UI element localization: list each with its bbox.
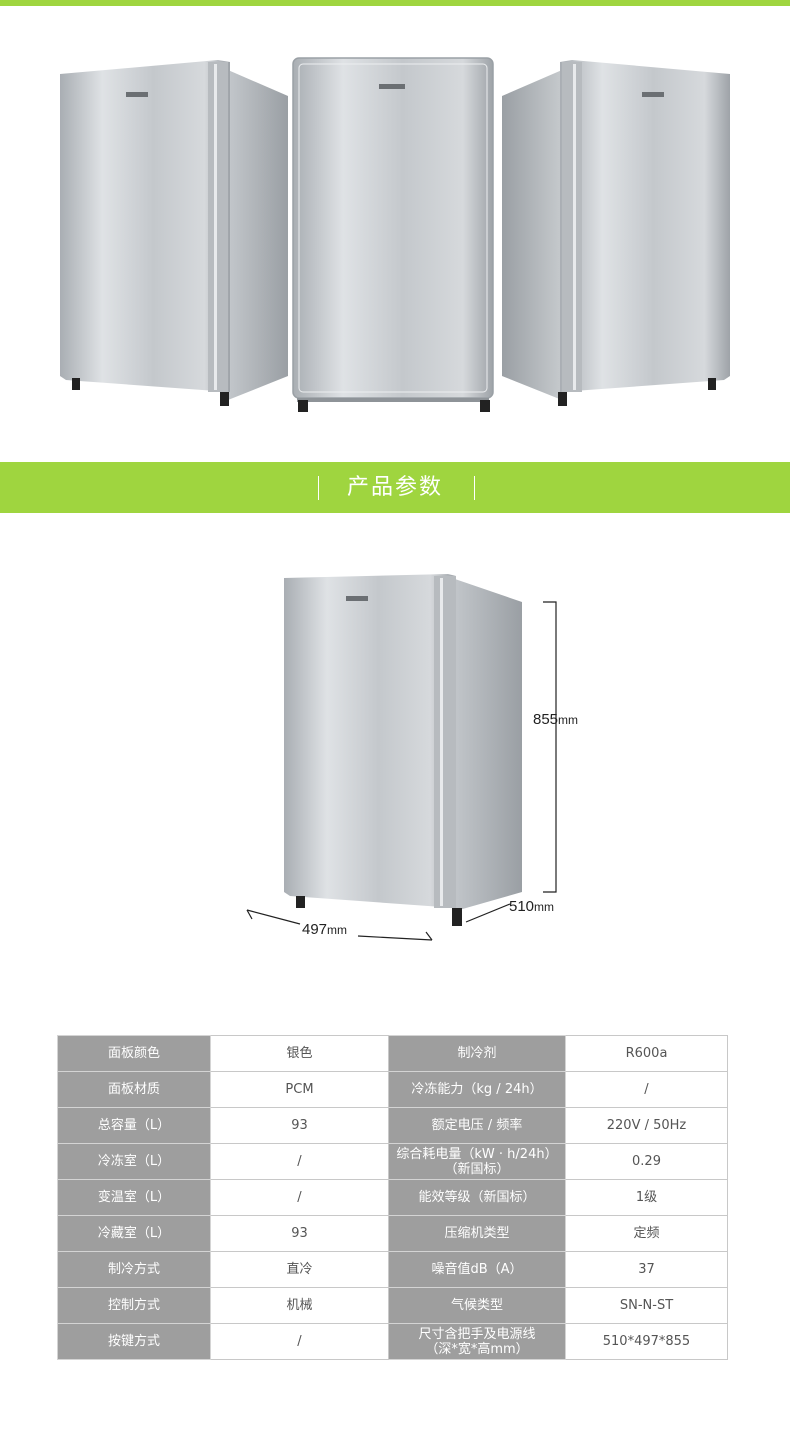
spec-value: 银色 — [210, 1035, 389, 1072]
banner-divider-right — [474, 476, 475, 500]
spec-value: / — [210, 1143, 389, 1180]
spec-key: 压缩机类型 — [388, 1215, 566, 1252]
fridge-image-left — [58, 58, 290, 410]
spec-row: 变温室（L）/能效等级（新国标）1级 — [57, 1179, 728, 1216]
spec-value: 直冷 — [210, 1251, 389, 1288]
spec-row: 按键方式/尺寸含把手及电源线（深*宽*高mm）510*497*855 — [57, 1323, 728, 1360]
spec-key: 变温室（L） — [57, 1179, 211, 1216]
spec-key: 冷冻能力（kg / 24h） — [388, 1071, 566, 1108]
height-dimension-label: 855mm — [533, 711, 578, 729]
spec-value: PCM — [210, 1071, 389, 1108]
spec-key: 面板颜色 — [57, 1035, 211, 1072]
spec-key: 冷藏室（L） — [57, 1215, 211, 1252]
width-unit: mm — [327, 923, 348, 937]
spec-value: / — [210, 1179, 389, 1216]
height-unit: mm — [558, 713, 579, 727]
height-value: 855 — [533, 711, 559, 728]
spec-key: 制冷剂 — [388, 1035, 566, 1072]
depth-unit: mm — [534, 900, 555, 914]
spec-value: 510*497*855 — [565, 1323, 728, 1360]
spec-value: 93 — [210, 1107, 389, 1144]
spec-key: 总容量（L） — [57, 1107, 211, 1144]
section-banner: 产品参数 — [0, 462, 790, 513]
spec-value: 定频 — [565, 1215, 728, 1252]
width-value: 497 — [302, 921, 328, 938]
fridge-image-right — [500, 58, 732, 410]
fridge-dimension-image — [280, 572, 524, 928]
spec-key: 冷冻室（L） — [57, 1143, 211, 1180]
spec-value: / — [565, 1071, 728, 1108]
depth-dimension-label: 510mm — [509, 898, 554, 916]
spec-key: 气候类型 — [388, 1287, 566, 1324]
spec-value: 1级 — [565, 1179, 728, 1216]
spec-row: 冷冻室（L）/综合耗电量（kW · h/24h）（新国标）0.29 — [57, 1143, 728, 1180]
spec-value: 93 — [210, 1215, 389, 1252]
spec-key: 综合耗电量（kW · h/24h）（新国标） — [388, 1143, 566, 1180]
spec-value: 0.29 — [565, 1143, 728, 1180]
spec-value: 37 — [565, 1251, 728, 1288]
spec-key: 能效等级（新国标） — [388, 1179, 566, 1216]
spec-key: 按键方式 — [57, 1323, 211, 1360]
spec-key: 额定电压 / 频率 — [388, 1107, 566, 1144]
width-dimension-label: 497mm — [302, 921, 347, 939]
spec-row: 制冷方式直冷噪音值dB（A）37 — [57, 1251, 728, 1288]
spec-key: 制冷方式 — [57, 1251, 211, 1288]
top-accent-bar — [0, 0, 790, 6]
depth-value: 510 — [509, 898, 535, 915]
banner-divider-left — [318, 476, 319, 500]
spec-key: 噪音值dB（A） — [388, 1251, 566, 1288]
spec-value: 220V / 50Hz — [565, 1107, 728, 1144]
spec-value: 机械 — [210, 1287, 389, 1324]
spec-value: SN-N-ST — [565, 1287, 728, 1324]
spec-key: 控制方式 — [57, 1287, 211, 1324]
spec-key: 尺寸含把手及电源线（深*宽*高mm） — [388, 1323, 566, 1360]
fridge-image-front — [291, 56, 497, 416]
spec-value: R600a — [565, 1035, 728, 1072]
spec-key: 面板材质 — [57, 1071, 211, 1108]
spec-value: / — [210, 1323, 389, 1360]
banner-title: 产品参数 — [346, 475, 443, 500]
